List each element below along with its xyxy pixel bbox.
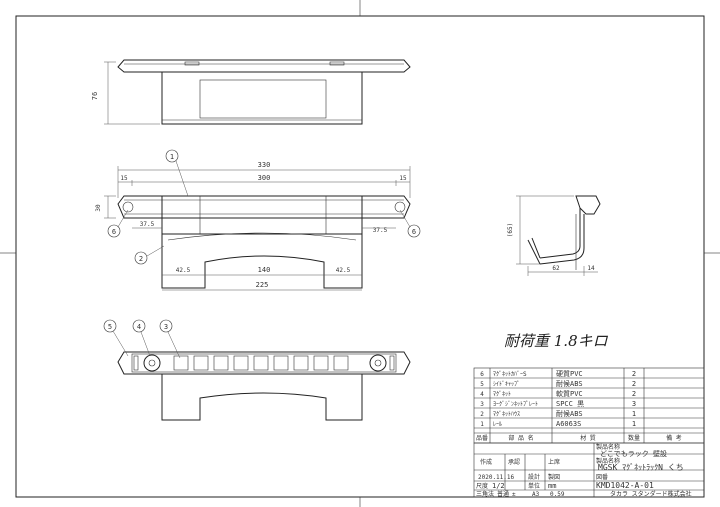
dim-37-5-right: 37.5: [373, 227, 388, 234]
svg-text:ﾏｸﾞﾈｯﾄ: ﾏｸﾞﾈｯﾄ: [493, 391, 511, 398]
svg-text:軟質PVC: 軟質PVC: [556, 389, 583, 398]
drawing-no: KMD1042-A-01: [596, 481, 654, 490]
made-label: 作成: [480, 458, 492, 466]
dim-300: 300: [258, 174, 271, 182]
svg-text:A6063S: A6063S: [556, 420, 581, 428]
svg-text:1: 1: [632, 410, 636, 418]
svg-text:2: 2: [632, 370, 636, 378]
balloon-6-left-label: 6: [112, 228, 116, 236]
handwritten-load-note: 耐荷重 1.8キロ: [504, 332, 609, 350]
drawing-no-label: 図番: [596, 474, 608, 481]
dim-30: 30: [95, 204, 102, 212]
top-view: 76: [91, 59, 411, 125]
parts-row: 5 ｼｲﾄﾞｷｬｯﾌﾟ 耐候ABS 2: [480, 379, 636, 388]
svg-text:2: 2: [480, 411, 484, 418]
header-no: 品番: [476, 435, 488, 442]
dim-37-5-left: 37.5: [140, 221, 155, 228]
svg-text:2: 2: [632, 390, 636, 398]
svg-text:3: 3: [632, 400, 636, 408]
approve-label: 上席: [548, 458, 560, 466]
header-name: 部 品 名: [508, 434, 533, 442]
balloon-3: [159, 319, 173, 333]
date: 2020.11.16: [478, 474, 515, 481]
parts-table: 6 ﾏｸﾞﾈｯﾄｶﾊﾞｰS 硬質PVC 2 5 ｼｲﾄﾞｷｬｯﾌﾟ 耐候ABS …: [473, 367, 705, 444]
model: MGSK ﾏｸﾞﾈｯﾄﾗｯｸN くち: [598, 463, 684, 472]
svg-text:2: 2: [632, 380, 636, 388]
tolerance-label: 普通: [497, 490, 509, 498]
svg-text:耐候ABS: 耐候ABS: [556, 379, 583, 388]
svg-text:1: 1: [632, 420, 636, 428]
paper-size: A3: [532, 491, 540, 498]
balloon-5-label: 5: [108, 323, 112, 331]
svg-text:ﾏｸﾞﾈｯﾄｶﾊﾞｰS: ﾏｸﾞﾈｯﾄｶﾊﾞｰS: [493, 371, 527, 378]
product-name: どこでもラック 壁設: [600, 449, 667, 458]
scale-label: 尺度: [476, 482, 488, 490]
balloon-1-label: 1: [170, 153, 174, 161]
parts-row: 3 ﾖｰｸﾞｼﾞﾝﾈｯﾄﾌﾟﾚｰﾄ SPCC 黒 3: [480, 400, 636, 408]
dim-65: (65): [507, 223, 514, 237]
svg-text:6: 6: [480, 371, 484, 378]
svg-text:1: 1: [480, 421, 484, 428]
projection: 三角法: [476, 490, 494, 498]
model-label: 製品名称: [596, 457, 620, 465]
company-name: タカラ スタンダード株式会社: [610, 490, 692, 498]
balloon-6-right: [407, 224, 421, 238]
design-label: 設計: [528, 473, 540, 481]
check-label: 承認: [508, 458, 520, 466]
svg-text:ﾏｸﾞﾈｯﾄﾊｳｽ: ﾏｸﾞﾈｯﾄﾊｳｽ: [493, 411, 520, 418]
parts-row: 1 ﾚｰﾙ A6063S 1: [480, 420, 636, 428]
svg-text:SPCC 黒: SPCC 黒: [556, 400, 584, 408]
header-material: 材 質: [580, 434, 596, 442]
product-label: 製品名称: [596, 443, 620, 451]
dim-140: 140: [258, 266, 271, 274]
svg-text:耐候ABS: 耐候ABS: [556, 409, 583, 418]
svg-text:ｼｲﾄﾞｷｬｯﾌﾟ: ｼｲﾄﾞｷｬｯﾌﾟ: [493, 381, 520, 388]
balloon-4: [132, 319, 146, 333]
header-qty: 数量: [628, 434, 640, 442]
scale: 1/2: [492, 482, 505, 490]
parts-row: 4 ﾏｸﾞﾈｯﾄ 軟質PVC 2: [480, 389, 636, 398]
dim-15-left: 15: [120, 175, 128, 182]
drawing-border: [15, 15, 705, 498]
front-view: 330 300 15 15 30 37.5 37.5: [95, 149, 421, 291]
title-block: 製品名称 どこでもラック 壁設 上席 作成 承認 製品名称 MGSK ﾏｸﾞﾈｯ…: [473, 442, 705, 498]
dim-15-right: 15: [399, 175, 407, 182]
parts-row: 6 ﾏｸﾞﾈｯﾄｶﾊﾞｰS 硬質PVC 2: [480, 369, 636, 378]
dim-225: 225: [256, 281, 269, 289]
dim-top-height: 76: [91, 92, 99, 100]
balloon-6-left: [107, 224, 121, 238]
svg-text:4: 4: [480, 391, 484, 398]
svg-text:硬質PVC: 硬質PVC: [556, 369, 583, 378]
svg-text:ﾚｰﾙ: ﾚｰﾙ: [493, 421, 502, 428]
draw-label: 製図: [548, 473, 560, 481]
balloon-5: [103, 319, 117, 333]
unit: mm: [548, 482, 556, 490]
balloon-2-label: 2: [139, 255, 143, 263]
balloon-2: [134, 251, 148, 265]
svg-text:ﾖｰｸﾞｼﾞﾝﾈｯﾄﾌﾟﾚｰﾄ: ﾖｰｸﾞｼﾞﾝﾈｯﾄﾌﾟﾚｰﾄ: [493, 401, 538, 408]
balloon-4-label: 4: [137, 323, 141, 331]
dim-330: 330: [258, 161, 271, 169]
dim-42-5-right: 42.5: [336, 267, 351, 274]
unit-label: 単位: [528, 482, 540, 490]
side-view: (65) 62 14: [507, 195, 601, 276]
tolerance: ±: [512, 491, 516, 498]
revision: 0.59: [550, 491, 565, 498]
dim-42-5-left: 42.5: [176, 267, 191, 274]
svg-text:5: 5: [480, 381, 484, 388]
bottom-view: 5 4 3: [103, 319, 411, 421]
balloon-1: [165, 149, 179, 163]
svg-text:3: 3: [480, 401, 484, 408]
balloon-6-right-label: 6: [412, 228, 416, 236]
balloon-3-label: 3: [164, 323, 168, 331]
header-remarks: 備 考: [666, 434, 682, 442]
parts-row: 2 ﾏｸﾞﾈｯﾄﾊｳｽ 耐候ABS 1: [480, 409, 636, 418]
dim-14: 14: [587, 265, 595, 272]
dim-62: 62: [552, 265, 560, 272]
